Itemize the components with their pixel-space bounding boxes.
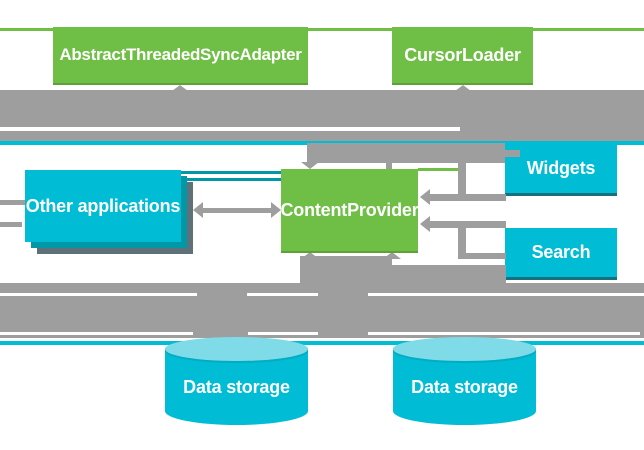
sync-adapter-label: AbstractThreadedSyncAdapter [59,45,302,64]
connector-stub-over-widgets [505,150,520,157]
arrow-search-to-provider-head [420,216,430,232]
band-gap [0,293,197,296]
data-storage-left-label: Data storage [183,377,290,397]
widgets-label: Widgets [526,157,596,178]
other-applications-node: Other applications [25,170,181,242]
data-storage-right-label: Data storage [411,377,518,397]
left-edge-stub-1 [0,200,25,205]
arrow-up-into-syncadapter [172,85,188,91]
search-node: Search [505,228,617,280]
teal-accent-line-2 [181,178,281,181]
band-gap [0,127,460,131]
data-storage-left-cylinder: Data storage [165,337,308,426]
arrow-search-to-provider-shaft [429,221,506,228]
connector-band-upper-a [0,90,644,127]
connector-band-lower [0,283,644,338]
content-provider-label: ContentProvider [280,199,419,220]
arrow-up-into-provider-bottom-1 [301,252,319,259]
connector-band-center [307,143,505,163]
connector-band-upper-b [0,131,644,141]
arrow-widgets-to-provider-head [420,189,430,205]
arrow-otherapps-provider-right-head [271,202,281,218]
content-provider-node: ContentProvider [280,169,419,253]
band-gap [368,293,644,296]
band-gap [247,293,318,296]
band-gap [0,332,193,335]
other-applications-label: Other applications [25,195,181,216]
arrow-widgets-to-provider-shaft [429,194,506,201]
connector-arm-lower-right [300,265,506,283]
cylinder-top [165,337,308,361]
cylinder-top [393,337,536,361]
connector-band-upper-a-ext [460,127,644,131]
green-accent-line-right [418,168,462,171]
band-gap [248,332,318,335]
stub-provider-top [386,163,392,169]
connector-vertical-search [458,228,466,256]
arrow-otherapps-provider-shaft [201,208,273,213]
cursor-loader-label: CursorLoader [404,44,521,65]
left-edge-stub-2 [0,222,22,227]
connector-vertical-widgets [458,157,466,196]
widgets-node: Widgets [505,143,617,196]
connector-line-to-search [458,253,506,259]
data-storage-right-cylinder: Data storage [393,337,536,426]
green-accent-line-top [0,28,644,31]
sync-adapter-node: AbstractThreadedSyncAdapter [53,27,308,85]
teal-accent-line-1 [181,171,281,174]
search-label: Search [531,242,591,262]
arrow-otherapps-provider-left-head [193,202,203,218]
arrow-up-into-cursorloader [455,85,471,91]
cursor-loader-node: CursorLoader [392,27,533,85]
arrow-down-into-provider [301,162,319,169]
cyan-accent-line-bottom [0,341,644,345]
band-gap [368,332,640,335]
arrow-up-into-provider-bottom-2 [383,252,401,259]
